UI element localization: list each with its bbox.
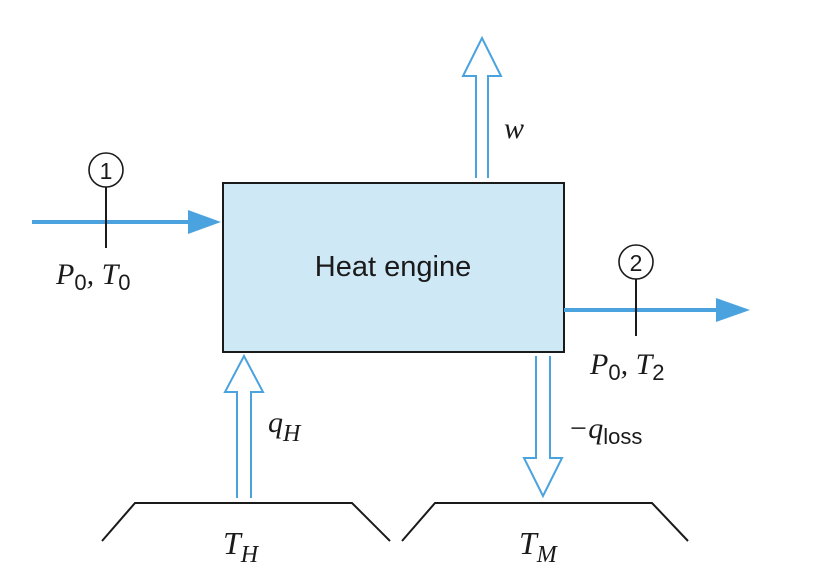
inlet-flow-arrowhead [188, 210, 221, 234]
state-1-number: 1 [100, 158, 113, 184]
heat-loss-label: −qloss [568, 412, 642, 449]
heat-input-label: qH [268, 406, 302, 447]
outlet-state-label: P0, T2 [589, 348, 665, 385]
work-output-arrow [461, 35, 503, 178]
reservoir-high-label: TH [223, 525, 260, 568]
state-1-circle [88, 152, 124, 188]
heat-input-arrow [223, 353, 265, 498]
heat-loss-arrow [522, 356, 564, 499]
inlet-state-label: P0, T0 [55, 258, 131, 295]
outlet-flow-arrowhead [716, 298, 750, 322]
reservoir-high-temperature [101, 502, 391, 542]
heat-engine-label: Heat engine [315, 251, 471, 283]
reservoir-medium-label: TM [519, 525, 559, 568]
work-label: w [504, 112, 524, 145]
state-2-number: 2 [630, 250, 643, 276]
reservoir-medium-temperature [401, 502, 689, 542]
state-2-circle [618, 244, 654, 280]
heat-engine-box [222, 182, 565, 353]
